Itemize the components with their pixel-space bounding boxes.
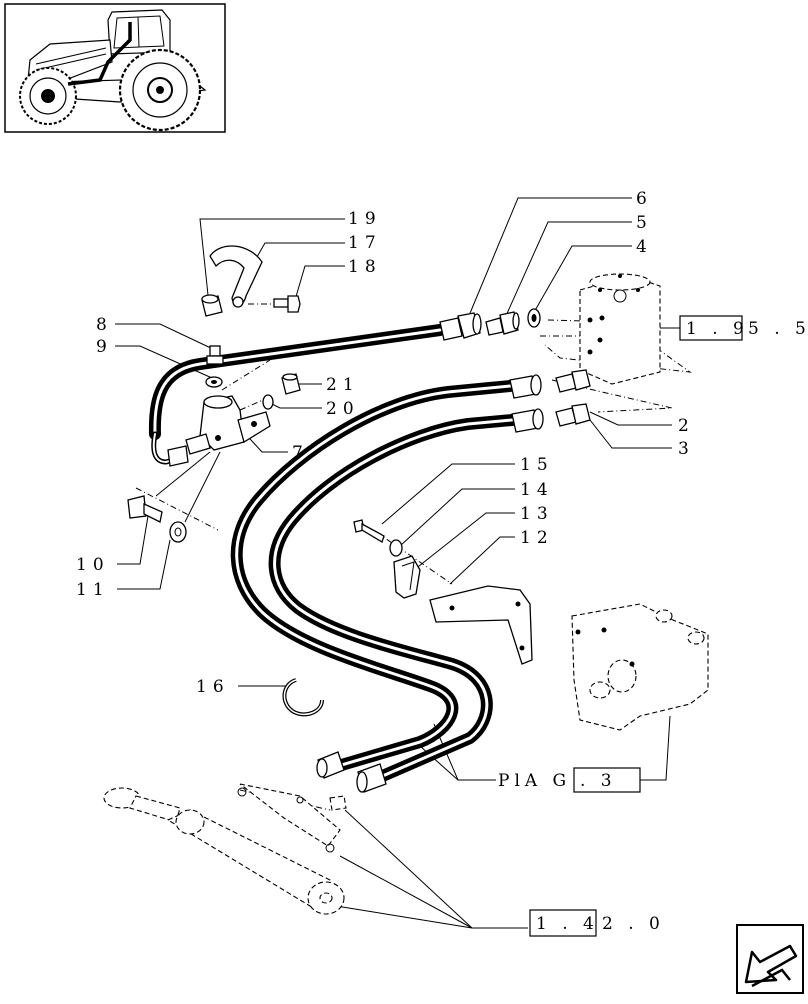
adapter-part-5 [485, 311, 520, 336]
hose-end-lower-right [356, 763, 387, 793]
plug-part-21 [281, 373, 301, 395]
cylinder-dashed [103, 783, 347, 915]
hydraulic-hose-upper [148, 324, 446, 440]
label-11: 11 [76, 580, 110, 600]
clamp-part-17 [209, 245, 263, 308]
label-19: 19 [348, 209, 382, 229]
fitting-part-6 [439, 312, 482, 341]
bracket-part-12 [429, 585, 533, 665]
label-12: 12 [520, 528, 554, 548]
hydraulic-hose-left [230, 380, 516, 772]
svg-text:2 . 0: 2 . 0 [602, 914, 665, 934]
bolt-part-15 [353, 519, 385, 543]
nipple-part-8 [206, 345, 224, 365]
label-10: 10 [76, 555, 110, 575]
bolt-part-18 [273, 295, 301, 313]
tractor-thumbnail-icon[interactable] [4, 3, 226, 133]
washer-part-20 [262, 394, 274, 410]
label-15: 15 [520, 455, 554, 475]
label-20: 20 [326, 399, 360, 419]
label-9: 9 [96, 337, 113, 357]
label-18: 18 [348, 257, 382, 277]
label-21: 21 [326, 375, 360, 395]
pump-dashed [571, 603, 709, 731]
label-14: 14 [520, 480, 554, 500]
label-3: 3 [678, 439, 695, 459]
hose-end-lower-left [316, 751, 345, 779]
ref-1-42-0[interactable]: 1 . 4 2 . 0 [529, 909, 665, 937]
small-pipe [151, 431, 183, 465]
bolt-part-10 [127, 495, 163, 523]
washer-part-14 [389, 539, 403, 557]
ref-1-95-5[interactable]: 1 . 9 5 . 5 [679, 315, 808, 341]
fitting-part-2 [509, 369, 591, 399]
sleeve-part-19 [201, 294, 223, 317]
clamp-part-13 [393, 555, 421, 599]
label-16: 16 [196, 677, 230, 697]
label-17: 17 [348, 233, 382, 253]
seal-part-9 [205, 376, 223, 388]
ref-pag-3[interactable]: PlA G . 3 [498, 767, 641, 793]
clip-part-16 [282, 678, 324, 717]
leader-lines [115, 197, 680, 929]
svg-text:1 . 4: 1 . 4 [536, 914, 599, 934]
label-5: 5 [636, 213, 653, 233]
fitting-part-3 [511, 403, 591, 433]
hydraulic-hose-right [268, 414, 518, 784]
part-labels: 19 17 18 6 5 4 8 9 21 20 7 2 3 15 14 13 … [76, 189, 695, 697]
washer-part-11 [169, 521, 187, 543]
block-part-7 [167, 395, 271, 467]
label-2: 2 [678, 416, 695, 436]
valve-block-dashed [579, 273, 661, 385]
next-page-arrow-icon[interactable] [736, 924, 804, 994]
label-6: 6 [636, 189, 653, 209]
label-8: 8 [96, 315, 113, 335]
svg-text:5 . 5: 5 . 5 [748, 319, 808, 339]
label-13: 13 [520, 504, 554, 524]
washer-part-4 [527, 308, 541, 328]
label-7: 7 [292, 443, 309, 463]
svg-text:. 3: . 3 [580, 771, 617, 791]
svg-text:1 . 9: 1 . 9 [686, 319, 749, 339]
svg-text:PlA G: PlA G [498, 771, 571, 791]
label-4: 4 [636, 237, 653, 257]
